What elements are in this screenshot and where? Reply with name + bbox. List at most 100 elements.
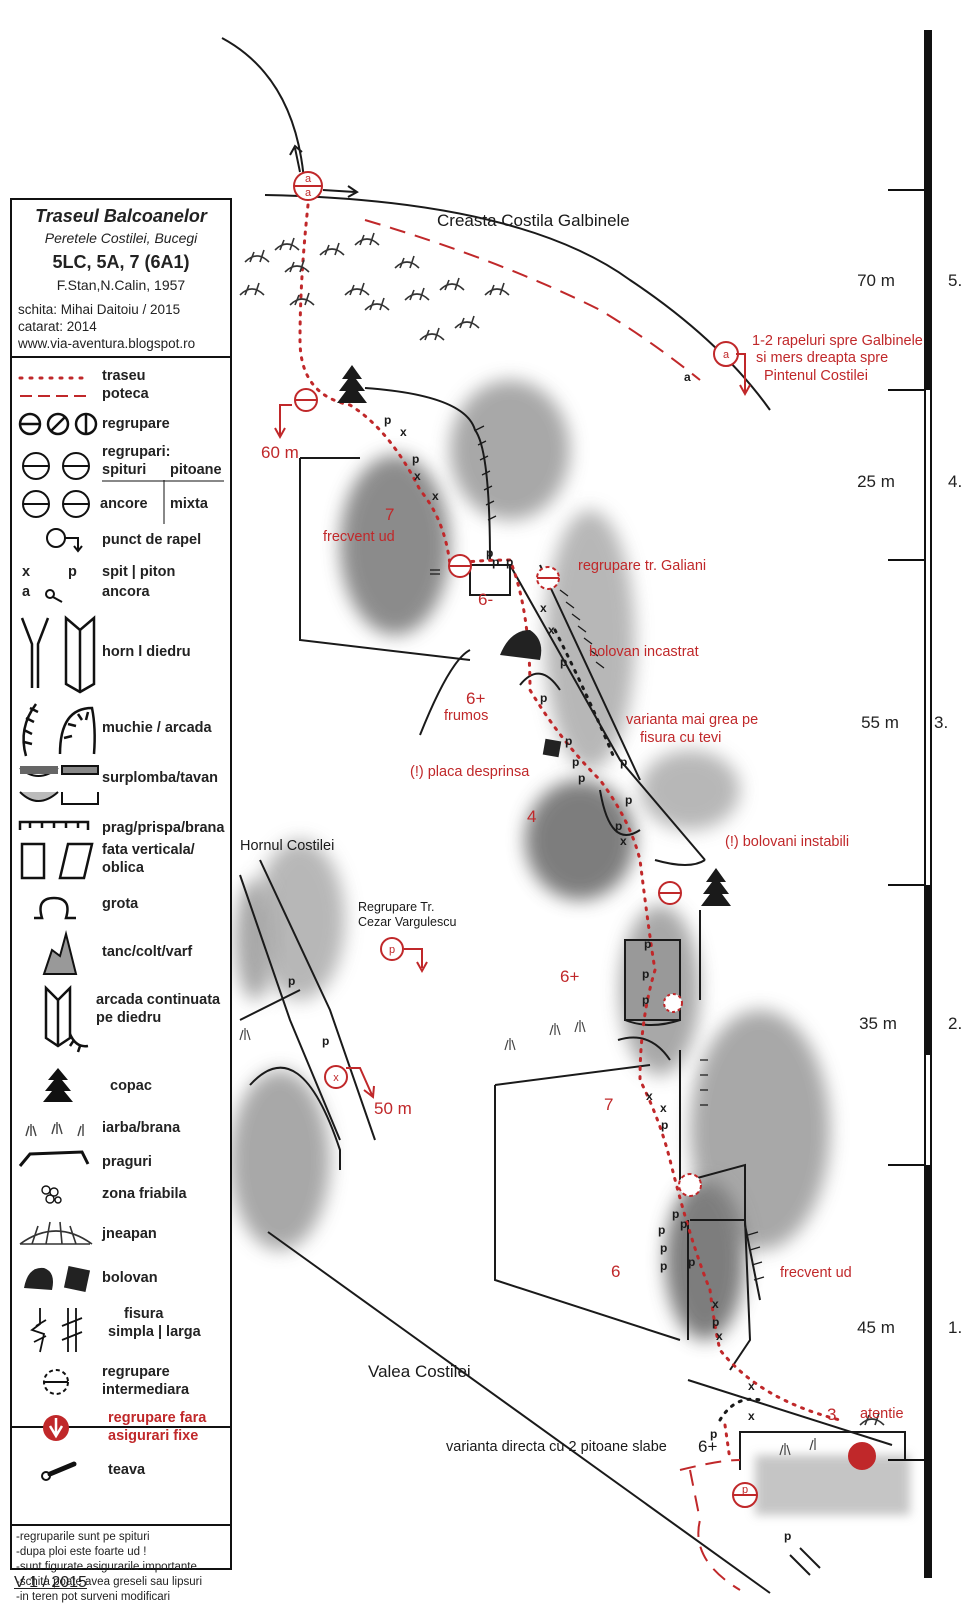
legend-item-spit-piton: x p a spit | piton ancora [12, 564, 230, 608]
tree-icon [43, 1068, 73, 1102]
svg-text:x: x [712, 1297, 719, 1311]
svg-text:x: x [620, 834, 627, 848]
pitch-5-length: 70 m [857, 271, 895, 290]
legend-panel: Traseul Balcoanelor Peretele Costilei, B… [10, 198, 232, 1603]
reg-galiani-label: regrupare tr. Galiani [578, 558, 706, 574]
cave-icon [34, 896, 76, 920]
varianta-grea-2: fisura cu tevi [640, 730, 721, 746]
legend-item-rapel: punct de rapel [12, 526, 230, 556]
route-title: Traseul Balcoanelor [35, 206, 207, 226]
legend-item-horn-diedru: horn l diedru [12, 614, 230, 694]
svg-text:6: 6 [611, 1262, 620, 1281]
svg-text:p: p [658, 1223, 665, 1237]
svg-text:x: x [748, 1409, 755, 1423]
bolovan-label: bolovan incastrat [589, 644, 699, 660]
pitch-3-length: 55 m [861, 713, 899, 732]
rappel-50-label: 50 m [374, 1099, 412, 1118]
svg-text:p: p [688, 1255, 695, 1269]
legend-item-regrupari: regrupari: spituri pitoane ancore mixta [12, 444, 230, 524]
svg-text:x: x [400, 425, 407, 439]
horn-diedru-icon [20, 615, 96, 694]
climbed-date: catarat: 2014 [18, 319, 97, 334]
legend-item-teava: teava [12, 1458, 230, 1488]
svg-text:p: p [506, 555, 513, 569]
svg-text:6+: 6+ [698, 1437, 717, 1456]
intermediate-belay-icon [43, 1369, 69, 1395]
rappel-note-1: 1-2 rapeluri spre Galbinele [752, 333, 923, 349]
svg-text:x: x [548, 623, 555, 637]
svg-text:p: p [660, 1241, 667, 1255]
svg-text:p: p [620, 755, 627, 769]
svg-text:p: p [642, 993, 649, 1007]
svg-text:x: x [540, 601, 547, 615]
svg-text:p: p [389, 944, 395, 956]
legend-item-grota: grota [12, 894, 230, 924]
placa-label: (!) placa desprinsa [410, 764, 530, 780]
svg-text:a: a [684, 370, 691, 384]
legend-item-regrupare-intermediara: regrupare intermediara [12, 1362, 230, 1402]
exit-arrows [289, 144, 359, 198]
edge-arch-icon [22, 703, 96, 757]
frecvent-ud-1: frecvent ud [323, 529, 395, 545]
svg-text:p: p [565, 734, 572, 748]
svg-text:a: a [723, 349, 730, 361]
varianta-grea-1: varianta mai grea pe [626, 712, 758, 728]
svg-text:p: p [578, 771, 585, 785]
svg-text:p: p [288, 974, 295, 988]
svg-text:a: a [305, 173, 312, 185]
frumos-label: frumos [444, 708, 488, 724]
pitch-scale-bar [888, 30, 932, 1578]
overhang-icon [19, 765, 99, 805]
belay-types-icon [22, 452, 90, 518]
valley-label: Valea Costilei [368, 1362, 471, 1381]
legend-item-iarba: iarba/brana [12, 1112, 230, 1142]
grass-icon [25, 1122, 84, 1137]
legend-item-jneapan: jneapan [12, 1214, 230, 1254]
pitch-labels: 70 m 5. 25 m 4. 55 m 3. 35 m 2. 45 m 1. [857, 271, 962, 1337]
tree-icons [337, 365, 731, 906]
boulder-icon [24, 1265, 91, 1293]
svg-text:7: 7 [385, 505, 394, 524]
rappel-note-2: si mers dreapta spre [756, 350, 888, 366]
sketch-credit: schita: Mihai Daitoiu / 2015 [18, 302, 181, 317]
legend-divider-lines [102, 480, 224, 524]
pipe-icon [41, 1461, 77, 1481]
frecvent-ud-2: frecvent ud [780, 1265, 852, 1281]
svg-text:a: a [305, 187, 312, 199]
route-line-icon [18, 376, 92, 397]
svg-text:p: p [680, 1217, 687, 1231]
belay-cezar [380, 937, 404, 961]
route-variant-black [553, 628, 762, 1422]
ledges-icon [18, 1150, 90, 1167]
legend-item-prag-fata: prag/prispa/brana fata verticala/ oblica [12, 820, 230, 890]
crack-icon [30, 1308, 83, 1353]
approach-path [364, 219, 741, 1591]
svg-text:p: p [625, 793, 632, 807]
loose-rock-icon [41, 1185, 62, 1204]
legend-item-bolovan: bolovan [12, 1258, 230, 1298]
website-link[interactable]: www.via-aventura.blogspot.ro [18, 336, 196, 351]
boulders [500, 630, 562, 758]
rappel-arrows [274, 353, 751, 1099]
svg-text:p: p [661, 1118, 668, 1132]
arch-dihedral-icon [44, 984, 89, 1053]
reg-cezar-2: Cezar Vargulescu [358, 915, 456, 929]
topo-labels: Creasta Costila Galbinele Valea Costilei… [240, 211, 923, 1455]
pitch-2-number: 2. [948, 1014, 962, 1033]
svg-text:p: p [642, 967, 649, 981]
svg-text:x: x [716, 1329, 723, 1343]
legend-item-friabila: zona friabila [12, 1180, 230, 1210]
grass-icons [239, 1020, 816, 1456]
reg-cezar-1: Regrupare Tr. [358, 900, 434, 914]
svg-text:x: x [414, 469, 421, 483]
grade-labels: 7 6- 6+ 4 6+ 7 6 3 6+ [385, 505, 836, 1456]
belay-no-fixed-protection [848, 1442, 876, 1470]
svg-text:p: p [540, 691, 547, 705]
route-location: Peretele Costilei, Bucegi [44, 230, 198, 246]
legend-item-copac: copac [12, 1066, 230, 1106]
legend-item-arcada-diedru: arcada continuata pe diedru [12, 984, 230, 1056]
dwarf-pine-icon [19, 1221, 93, 1245]
atentie-label: atentie [860, 1406, 904, 1422]
version-label: V 1 / 2015 [14, 1574, 87, 1591]
